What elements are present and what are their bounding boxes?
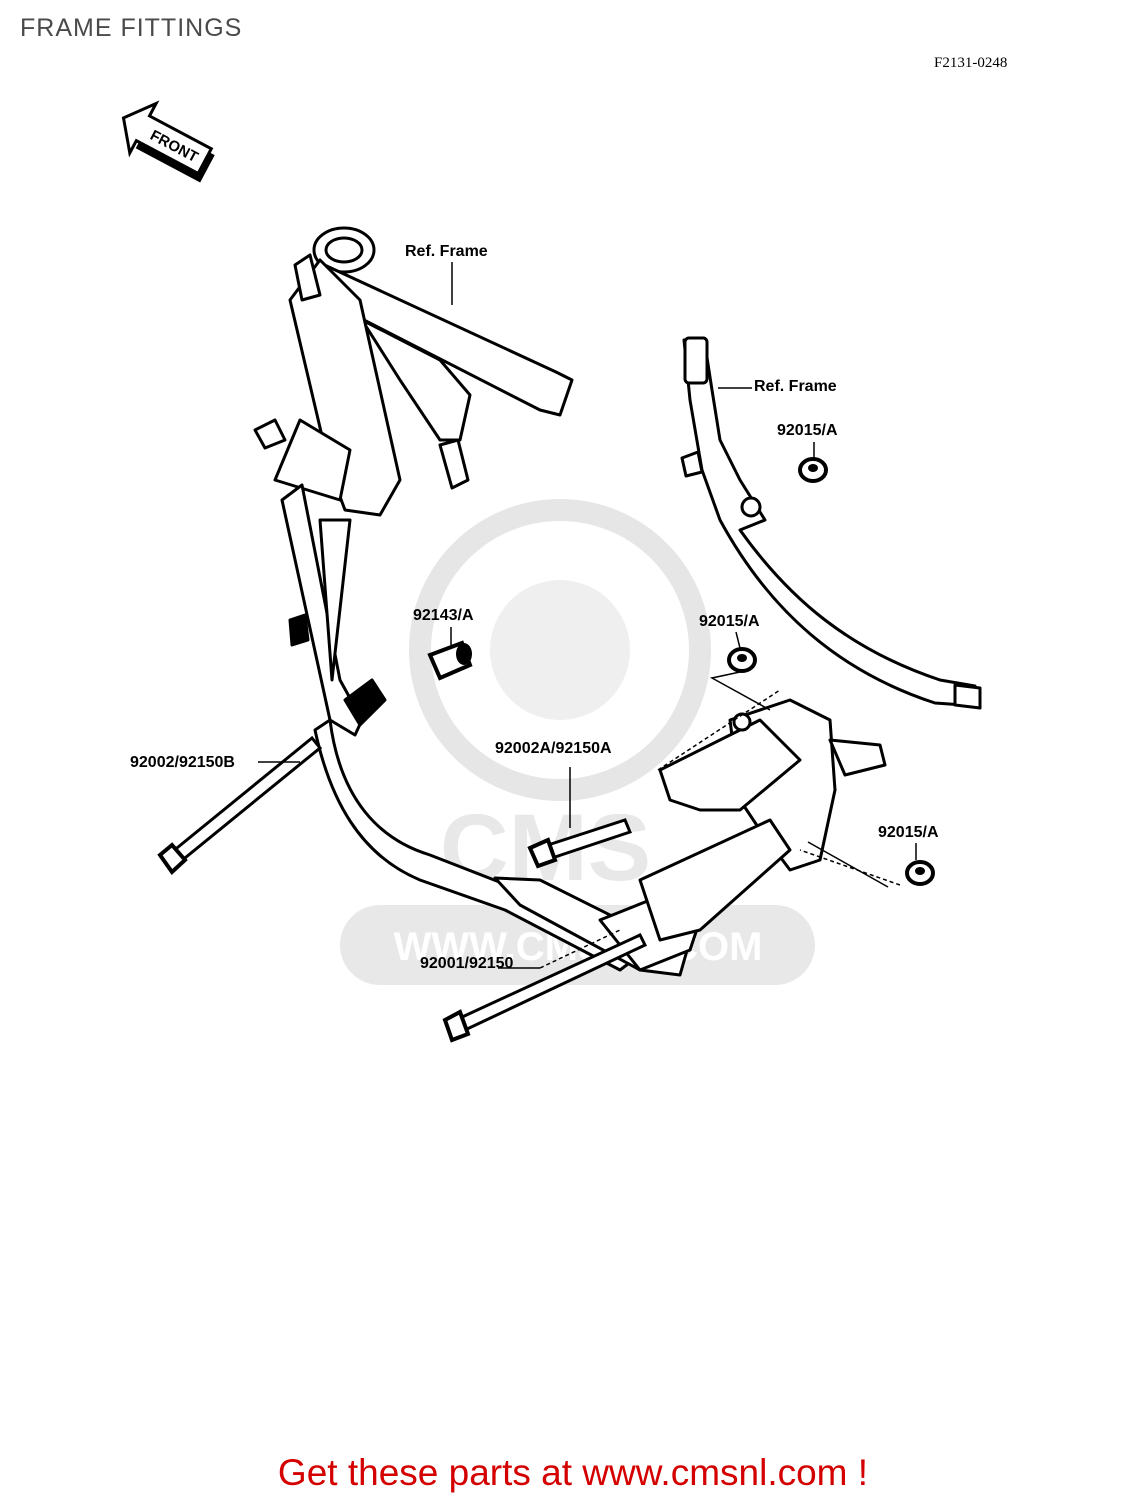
footer-link-text[interactable]: Get these parts at www.cmsnl.com ! xyxy=(277,1452,869,1493)
label-92143: 92143/A xyxy=(413,607,474,624)
label-92002-92150b: 92002/92150B xyxy=(130,754,235,771)
bolt-92002-92150b xyxy=(157,735,323,876)
front-arrow-icon: FRONT xyxy=(121,100,215,183)
rear-frame xyxy=(680,336,982,710)
bolt-92002a-92150a xyxy=(527,818,633,869)
nut-92015-right xyxy=(905,860,935,886)
label-92001-92150: 92001/92150 xyxy=(420,955,514,972)
main-frame xyxy=(253,226,702,977)
bolt-92001-92150 xyxy=(442,933,648,1043)
label-92015-mid: 92015/A xyxy=(699,613,760,630)
nut-92015-top xyxy=(798,457,828,483)
collar-92143 xyxy=(427,640,473,681)
page-title: FRAME FITTINGS xyxy=(20,14,243,42)
label-92015-right: 92015/A xyxy=(878,824,939,841)
label-92002a-92150a: 92002A/92150A xyxy=(495,740,612,757)
label-92015-top: 92015/A xyxy=(777,422,838,439)
engine-mount-bracket xyxy=(638,698,887,942)
label-ref-frame-main: Ref. Frame xyxy=(405,243,488,260)
leader-lines xyxy=(258,262,917,969)
label-ref-frame-rear: Ref. Frame xyxy=(754,378,837,395)
nut-92015-mid xyxy=(727,647,757,673)
diagram-code: F2131-0248 xyxy=(934,55,1008,71)
